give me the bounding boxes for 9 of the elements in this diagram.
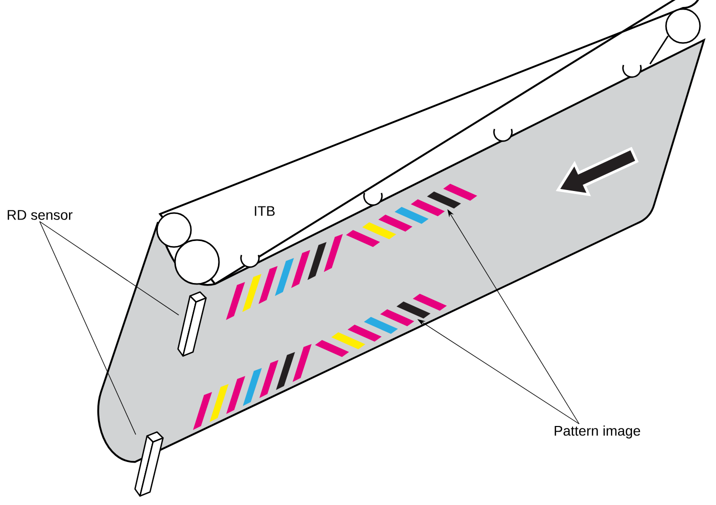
test-pattern [226,184,478,320]
sensor-drawing [177,291,207,357]
sensor-drawing [134,431,164,497]
leader-line [39,221,180,316]
test-pattern [193,294,447,430]
part-label: ITB [254,206,275,216]
callout-text: Pattern image [554,425,640,439]
callout-text: RD sensor [8,210,72,220]
leader-line [39,221,136,435]
